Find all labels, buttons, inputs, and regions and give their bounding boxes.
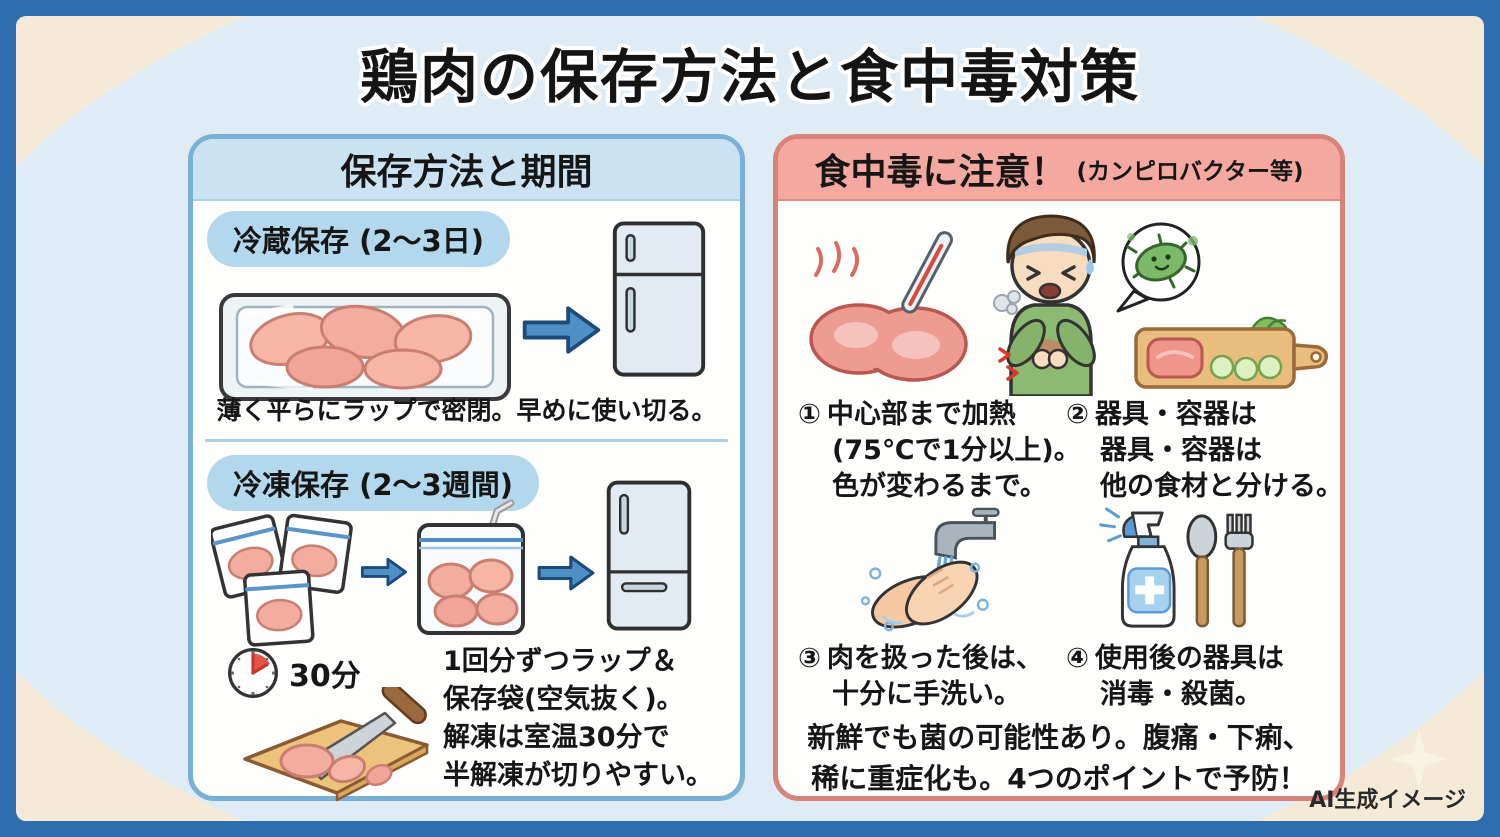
point-2-line: 器具・容器は: [1100, 435, 1262, 466]
poisoning-panel: 食中毒に注意！ (カンピロバクター等): [773, 134, 1345, 801]
cutting-board-knife-icon: [229, 687, 439, 802]
point-1: ① 中心部まで加熱 (75℃で1分以上)。 色が変わるまで。: [798, 397, 1081, 505]
poisoning-panel-title: 食中毒に注意！: [814, 152, 1067, 193]
poisoning-panel-header: 食中毒に注意！ (カンピロバクター等): [778, 139, 1340, 201]
arrow-right-icon: [535, 551, 597, 595]
sick-person-icon: [986, 211, 1116, 396]
freezer-bags-icon: [211, 511, 359, 651]
timer-clock-icon: [225, 645, 281, 701]
handwashing-icon: [836, 507, 1026, 639]
ai-generated-label: AI生成イメージ: [1309, 788, 1466, 813]
footer-note-line: 稀に重症化も。4つのポイントで予防！: [811, 762, 1307, 795]
refrigerate-caption: 薄く平らにラップで密閉。早めに使い切る。: [216, 396, 717, 425]
point-1-line: (75℃で1分以上)。: [832, 435, 1081, 466]
point-4: ④ 使用後の器具は 消毒・殺菌。: [1066, 641, 1284, 713]
freeze-badge: 冷凍保存 (2〜3週間): [207, 455, 539, 511]
refrigerate-badge: 冷蔵保存 (2〜3日): [207, 211, 510, 267]
point-1-line: 色が変わるまで。: [832, 471, 1047, 502]
storage-panel-title: 保存方法と期間: [340, 152, 593, 193]
poisoning-footer-note: 新鮮でも菌の可能性あり。腹痛・下痢、 稀に重症化も。4つのポイントで予防！: [778, 717, 1340, 799]
freezer-note-line: 半解凍が切りやすい。: [443, 760, 713, 791]
meat-thermometer-icon: [794, 227, 979, 387]
freezer-note-line: 解凍は室温30分で: [443, 722, 670, 753]
freezer-note: 1回分ずつラップ＆ 保存袋(空気抜く)。 解凍は室温30分で 半解凍が切りやすい…: [443, 643, 713, 795]
timer-label: 30分: [289, 659, 361, 694]
freezer-note-line: 1回分ずつラップ＆: [443, 646, 678, 677]
freezer-note-line: 保存袋(空気抜く)。: [443, 684, 684, 715]
point-3-line: 肉を扱った後は、: [826, 643, 1043, 674]
freezer-bag-straw-icon: [411, 499, 531, 639]
chicken-tray-icon: [215, 277, 515, 407]
food-board-icon: [1130, 307, 1340, 397]
point-2-line: 他の食材と分ける。: [1100, 471, 1343, 502]
point-2-line: 器具・容器は: [1094, 399, 1257, 430]
point-3-line: 十分に手洗い。: [832, 679, 1021, 710]
point-4-line: 使用後の器具は: [1094, 643, 1284, 674]
point-4-number: ④: [1066, 643, 1089, 674]
section-divider: [205, 439, 728, 442]
point-1-number: ①: [798, 399, 821, 430]
point-2: ② 器具・容器は 器具・容器は 他の食材と分ける。: [1066, 397, 1343, 505]
storage-panel: 保存方法と期間 冷蔵保存 (2〜3日): [188, 134, 745, 802]
refrigerator-freezer-icon: [601, 477, 697, 637]
page-title: 鶏肉の保存方法と食中毒対策: [359, 43, 1140, 111]
disinfect-utensils-icon: [1096, 505, 1266, 639]
arrow-right-icon: [519, 301, 604, 359]
point-2-number: ②: [1066, 399, 1089, 430]
refrigerator-icon: [605, 217, 713, 385]
thaw-timer: 30分: [225, 645, 361, 701]
poisoning-panel-subtitle: (カンピロバクター等): [1076, 159, 1304, 185]
germ-bubble-icon: [1106, 219, 1206, 319]
point-3-number: ③: [798, 643, 821, 674]
point-3: ③ 肉を扱った後は、 十分に手洗い。: [798, 641, 1043, 713]
arrow-right-icon: [359, 553, 409, 591]
point-4-line: 消毒・殺菌。: [1100, 679, 1262, 710]
storage-panel-header: 保存方法と期間: [193, 139, 740, 201]
footer-note-line: 新鮮でも菌の可能性あり。腹痛・下痢、: [807, 721, 1311, 754]
point-1-line: 中心部まで加熱: [826, 399, 1016, 430]
